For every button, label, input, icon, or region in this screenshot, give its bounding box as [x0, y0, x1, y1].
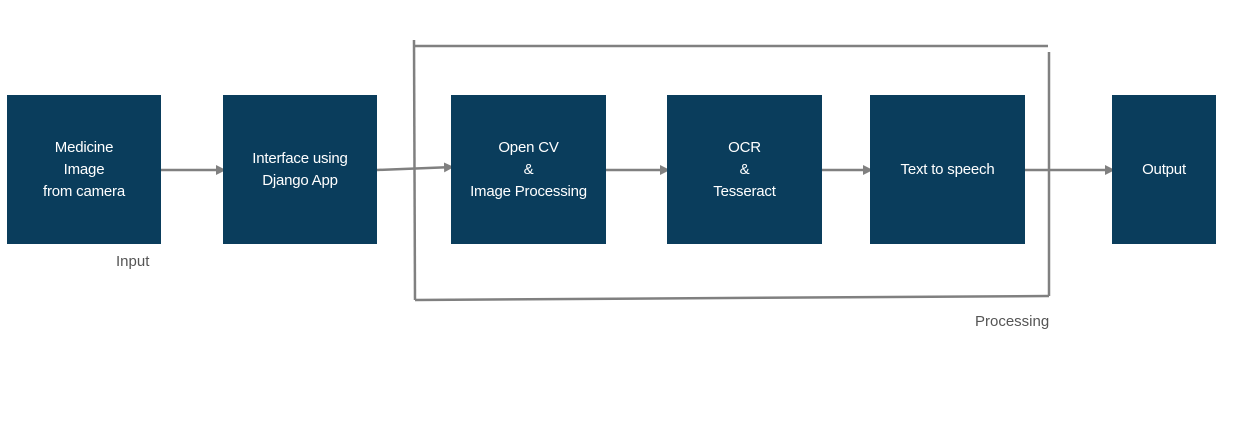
node-opencv-processing: Open CV & Image Processing: [451, 95, 606, 244]
node-ocr-tesseract: OCR & Tesseract: [667, 95, 822, 244]
node-django-interface-label: Interface using Django App: [252, 149, 348, 189]
node-text-to-speech: Text to speech: [870, 95, 1025, 244]
arrow-django-to-opencv: [376, 162, 454, 173]
node-ocr-tesseract-label: OCR & Tesseract: [713, 138, 776, 200]
node-django-interface: Interface using Django App: [223, 95, 377, 244]
input-caption: Input: [116, 253, 150, 270]
node-opencv-processing-label: Open CV & Image Processing: [470, 138, 587, 200]
node-medicine-image-label: Medicine Image from camera: [43, 138, 125, 200]
node-output-label: Output: [1142, 160, 1186, 178]
bracket-bottom-line: [414, 294, 1050, 302]
processing-caption: Processing: [975, 313, 1050, 330]
node-output: Output: [1112, 95, 1216, 244]
node-medicine-image: Medicine Image from camera: [7, 95, 161, 244]
node-text-to-speech-label: Text to speech: [900, 160, 995, 178]
processing-group-bracket: [412, 39, 1051, 302]
bracket-left-line: [412, 39, 417, 301]
